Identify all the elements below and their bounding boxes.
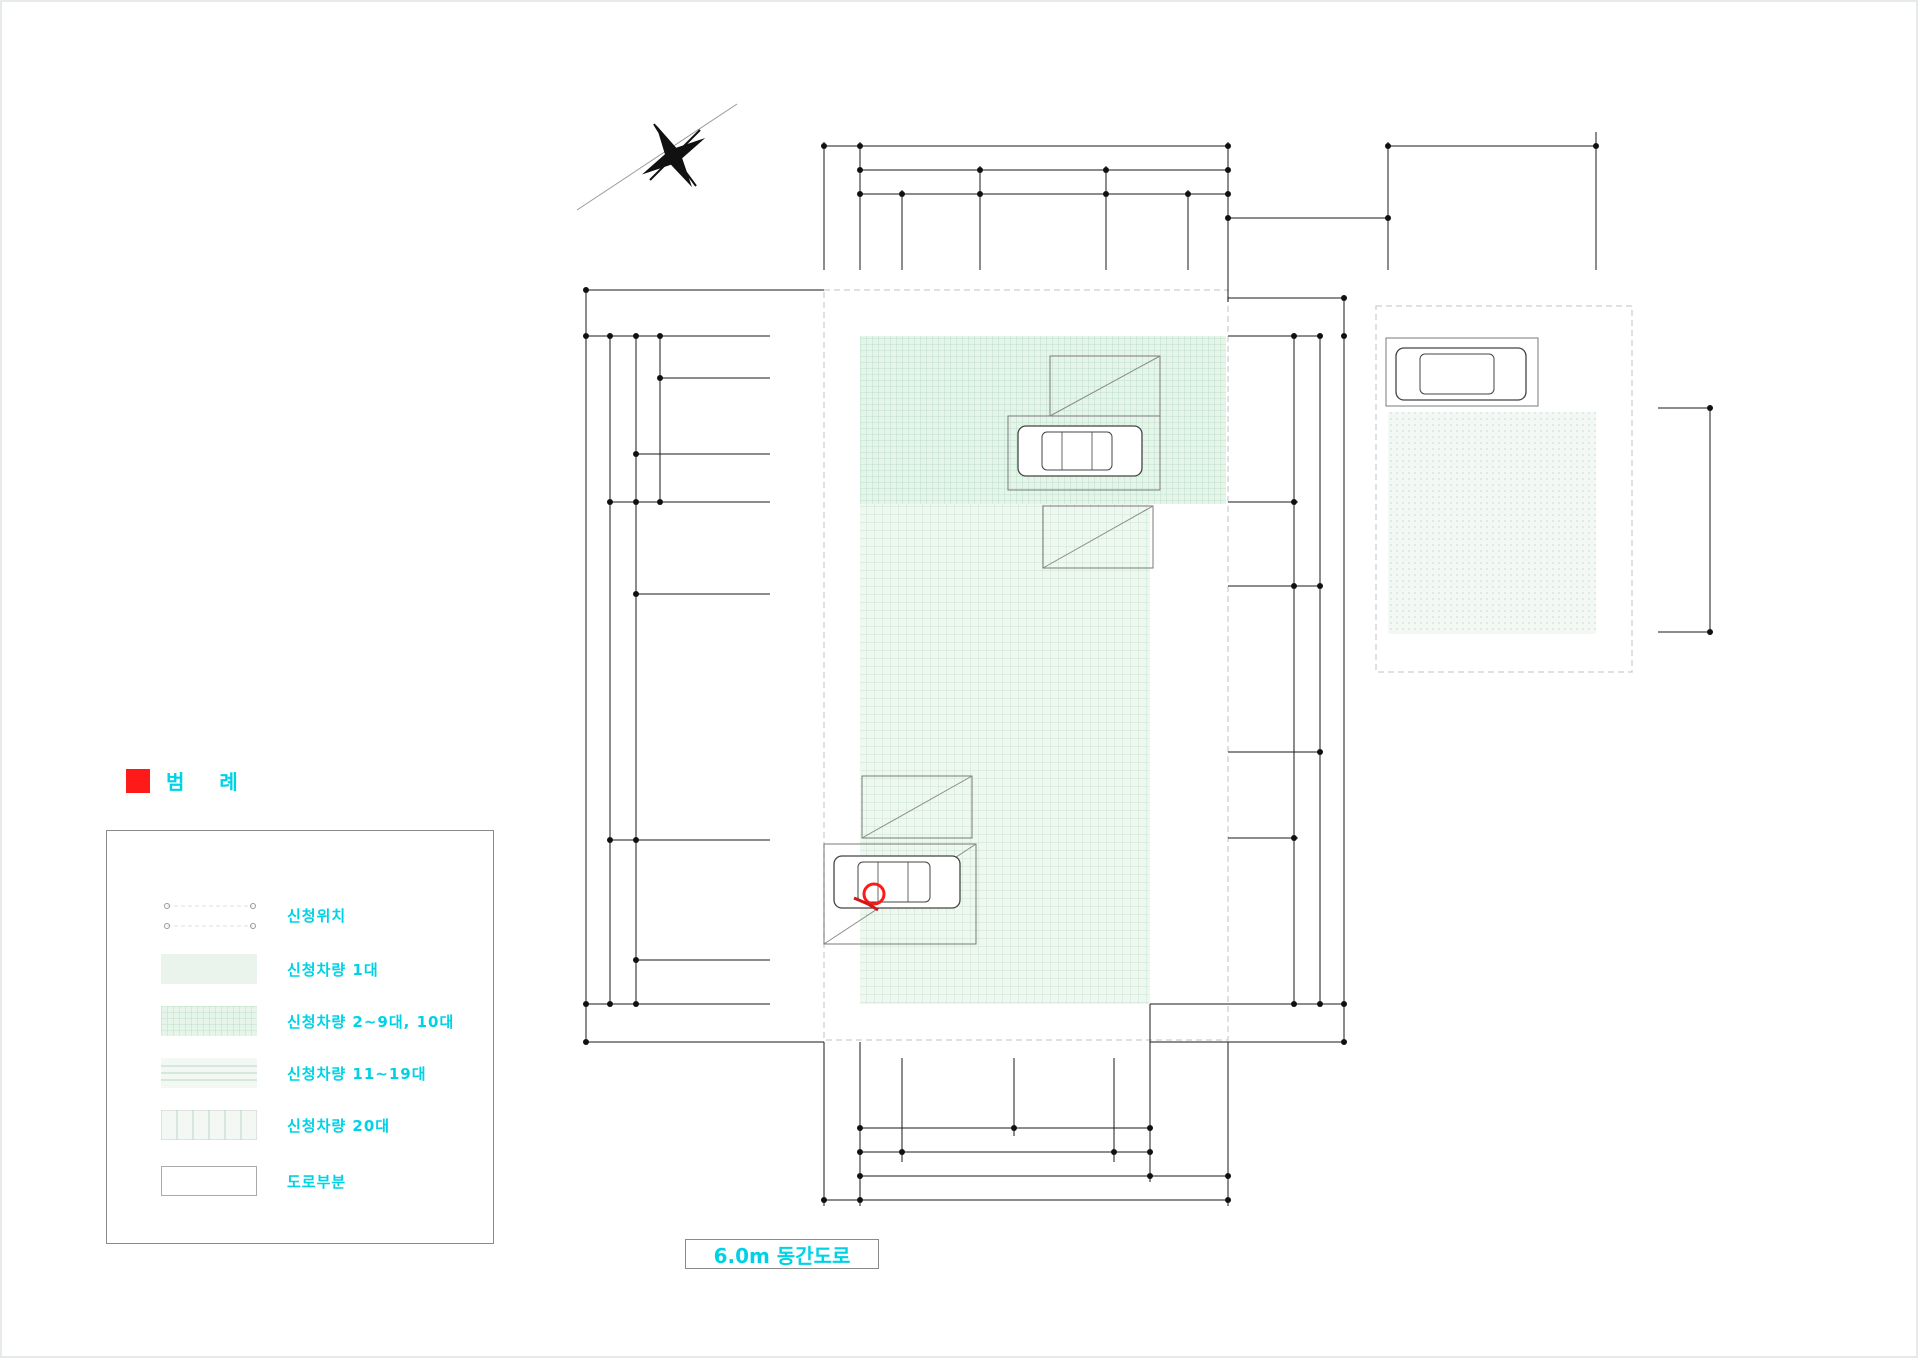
hatch-area-top (860, 336, 1226, 504)
legend-box: 신청위치 신청차량 1대 신청차량 2~9대, 10대 신청차량 11~19대 (106, 830, 494, 1244)
dimension-chain-right (1150, 297, 1346, 1043)
legend-sample-road (161, 1166, 257, 1196)
parking-bay (1007, 415, 1161, 491)
legend-item-2: 신청차량 2~9대, 10대 (161, 1003, 454, 1039)
dimension-chain-bottom (823, 1004, 1229, 1206)
legend-sample-4 (160, 1109, 258, 1141)
legend-sample-location (161, 900, 257, 930)
legend-sample-3 (161, 1058, 257, 1088)
legend-label: 신청차량 2~9대, 10대 (287, 1012, 455, 1031)
road-label: 6.0m 동간도로 (685, 1239, 879, 1269)
legend-title-text: 범 례 (166, 770, 252, 794)
legend-label: 신청차량 20대 (287, 1116, 391, 1135)
parking-bay (823, 843, 977, 945)
legend-sample-1 (161, 954, 257, 984)
car-icon (833, 855, 961, 909)
hatch-area-main (860, 504, 1150, 1004)
parking-bay (861, 775, 973, 839)
dimension-chain-left (585, 289, 824, 1043)
annex-outline (1375, 305, 1633, 673)
legend-label: 신청차량 1대 (287, 960, 379, 979)
legend-label: 신청차량 11~19대 (287, 1064, 427, 1083)
car-icon (1017, 425, 1143, 477)
parking-bay (1385, 337, 1539, 407)
compass-icon (576, 103, 738, 211)
lot-outline (823, 289, 1229, 1041)
parking-bay (1042, 505, 1154, 569)
legend-item-road: 도로부분 (161, 1163, 346, 1199)
legend-sample-2 (161, 1006, 257, 1036)
car-icon (1395, 347, 1527, 401)
annex-hatch (1388, 412, 1596, 634)
legend-label: 도로부분 (287, 1172, 347, 1191)
legend-label: 신청위치 (287, 906, 347, 925)
legend-item-location: 신청위치 (161, 897, 346, 933)
legend-title: 범 례 (126, 766, 252, 795)
legend-item-3: 신청차량 11~19대 (161, 1055, 427, 1091)
legend-item-4: 신청차량 20대 (160, 1107, 391, 1143)
location-marker-icon (853, 882, 886, 912)
legend-item-1: 신청차량 1대 (161, 951, 379, 987)
dimension-chain-top (823, 132, 1597, 302)
legend-marker-swatch (126, 768, 150, 793)
